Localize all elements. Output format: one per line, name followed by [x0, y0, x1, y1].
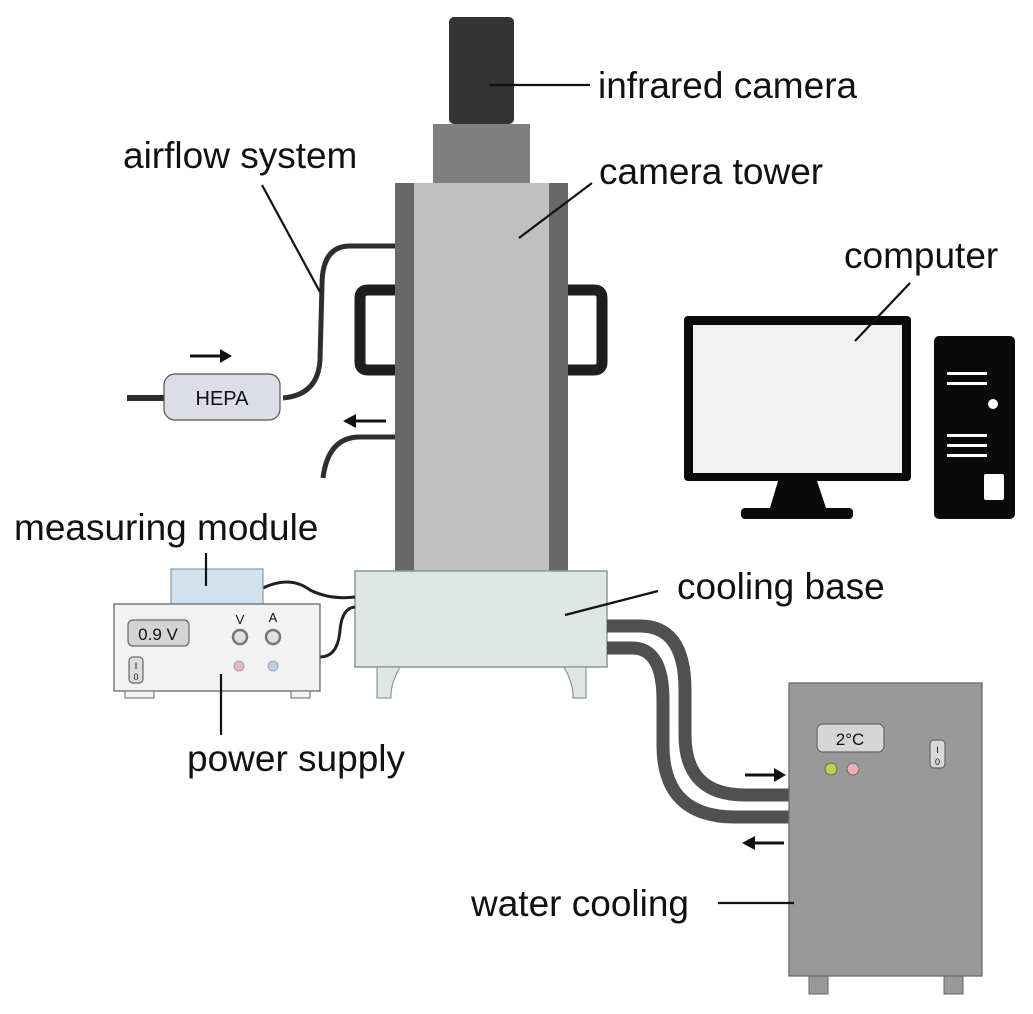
left-handle	[354, 284, 395, 376]
leader-airflow-system	[261, 184, 321, 293]
power-led-blue	[267, 660, 279, 672]
water-cooling-unit: 2°C I 0	[788, 682, 983, 995]
label-computer: computer	[844, 235, 998, 276]
cooler-switch-on-label: I	[936, 745, 939, 755]
cooler-foot-right	[943, 974, 964, 995]
label-cooling-base: cooling base	[677, 566, 885, 607]
arrow-left-icon	[742, 836, 784, 850]
power-display-value: 0.9 V	[138, 625, 178, 644]
airflow-system: HEPA	[127, 243, 395, 479]
right-handle	[568, 284, 608, 376]
leader-lines	[204, 83, 911, 905]
camera-tower	[354, 124, 608, 573]
cooler-display-value: 2°C	[836, 730, 865, 749]
airflow-inlet-hose	[282, 243, 395, 401]
base-foot-right	[562, 666, 587, 699]
infrared-camera	[449, 17, 514, 124]
label-water-cooling: water cooling	[470, 883, 689, 924]
power-led-red	[233, 660, 245, 672]
monitor-icon	[684, 316, 911, 519]
leader-computer	[854, 282, 911, 342]
cooler-display: 2°C	[816, 723, 885, 753]
power-switch-on-label: I	[135, 661, 138, 671]
cooler-led-green	[824, 762, 838, 776]
power-switch[interactable]: I 0	[128, 656, 144, 684]
tower-rail-left	[395, 183, 414, 573]
cooler-led-red	[846, 762, 860, 776]
label-infrared-camera: infrared camera	[598, 65, 858, 106]
base-foot-left	[376, 666, 402, 699]
label-power-supply: power supply	[187, 738, 406, 779]
tower-rail-right	[549, 183, 568, 573]
arrow-left-icon	[343, 414, 386, 428]
cooling-base	[354, 570, 608, 699]
tower-core	[413, 183, 549, 573]
leader-cooling-base	[564, 589, 659, 617]
camera-adapter	[433, 124, 530, 183]
power-foot-right	[290, 690, 311, 699]
power-supply: 0.9 V V A I 0	[113, 603, 321, 699]
label-camera-tower: camera tower	[599, 151, 823, 192]
voltage-label: V	[236, 612, 245, 627]
ampere-label: A	[269, 610, 278, 625]
label-measuring-module: measuring module	[14, 507, 318, 548]
water-hoses	[607, 619, 790, 850]
power-display: 0.9 V	[127, 619, 190, 647]
hepa-filter: HEPA	[163, 373, 281, 421]
cooler-foot-left	[808, 974, 829, 995]
computer	[684, 316, 1015, 519]
arrow-right-icon	[745, 768, 786, 782]
cooler-switch[interactable]: I 0	[929, 739, 946, 769]
airflow-outlet-hose	[320, 434, 395, 479]
pc-tower-icon	[934, 336, 1015, 519]
arrow-right-icon	[190, 349, 232, 363]
ampere-terminal[interactable]	[264, 628, 282, 646]
power-switch-off-label: 0	[133, 672, 138, 682]
power-foot-left	[124, 690, 155, 699]
leader-camera-tower	[518, 182, 593, 239]
cooler-switch-off-label: 0	[935, 757, 940, 767]
power-supply-wires	[262, 580, 356, 659]
measuring-module	[170, 568, 264, 606]
voltage-terminal[interactable]	[231, 628, 249, 646]
label-airflow-system: airflow system	[123, 135, 357, 176]
hepa-label: HEPA	[196, 388, 250, 410]
